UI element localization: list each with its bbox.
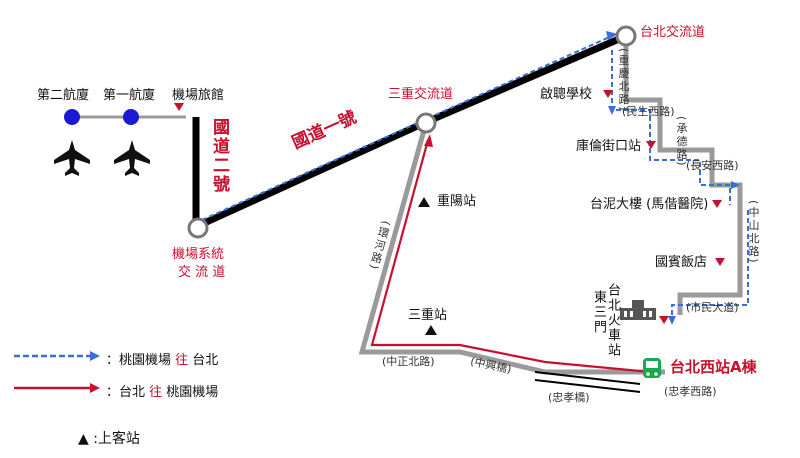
stop-marker-hotel	[174, 103, 184, 111]
road-zhongshan: (中山北路)	[747, 200, 760, 265]
stop-east3-label: 東三門	[591, 290, 606, 335]
road-zhongxiao: (忠孝西路)	[664, 385, 717, 398]
legend-blue-label: ：桃園機場 往 台北	[106, 349, 218, 368]
road-shixia: (市民大道)	[686, 301, 739, 314]
legend-red-label: ：台北 往 桃園機場	[106, 381, 218, 400]
stop-sanchong-label: 三重站	[408, 308, 448, 323]
route-blue-dashed-city	[611, 50, 731, 205]
airplane-icon	[114, 140, 150, 176]
road-chongqing: (重慶北路)	[617, 48, 630, 113]
terminal-1-dot	[123, 109, 139, 125]
airport-interchange-label-1: 機場系統	[172, 247, 225, 262]
stop-marker-east3	[659, 316, 669, 324]
road-zhongzheng: (中正北路)	[382, 355, 435, 368]
sanchong-interchange-label: 三重交流道	[388, 87, 454, 102]
road-changan: (長安西路)	[686, 159, 739, 172]
arrowhead-blue	[731, 181, 740, 189]
national-highway-2-label: 國道二號	[209, 118, 229, 194]
taipei-main-station-label: 台北火車站	[605, 283, 620, 358]
arrowhead-blue	[90, 351, 100, 361]
stop-marker-cement	[712, 200, 722, 208]
arrowhead-blue	[668, 316, 676, 325]
interchange-sanchong-node	[415, 112, 437, 134]
interchange-airport-node	[187, 217, 209, 239]
arrowhead-blue	[606, 31, 618, 40]
legend-red-mid: 往	[149, 385, 163, 400]
legend-red-prefix: ：台北	[106, 385, 150, 400]
taipei-interchange-label: 台北交流道	[640, 25, 706, 40]
stop-chongyang-label: 重陽站	[437, 194, 477, 209]
stop-ambassador-label: 國賓飯店	[655, 255, 708, 270]
road-zhongxiao-bridge: (忠孝橋)	[548, 391, 590, 404]
route-red	[370, 139, 651, 374]
stop-marker-qizhao	[603, 90, 613, 98]
road-minsheng: (民生西路)	[622, 105, 675, 118]
terminal-1-label: 第一航廈	[103, 88, 156, 103]
stop-marker-ambassador	[715, 258, 725, 266]
local-road-taipei	[623, 36, 743, 315]
stop-marker-kunlun	[646, 141, 656, 149]
legend-stop-label: ▲ :上客站	[78, 431, 140, 447]
arrowhead-blue	[608, 106, 616, 115]
road-chengde: (承德路)	[675, 116, 688, 168]
boarding-marker-sanchong	[425, 325, 437, 335]
stop-qizhao-label: 啟聰學校	[540, 87, 593, 102]
stop-kunlun-label: 庫倫街口站	[576, 139, 642, 154]
hotel-label: 機場旅館	[172, 88, 225, 103]
bus-terminal-icon	[643, 358, 661, 378]
terminal-2-dot	[64, 109, 80, 125]
arrowhead-red	[424, 134, 433, 147]
boarding-marker-chongyang	[418, 197, 430, 207]
legend-blue-mid: 往	[175, 353, 189, 368]
legend-blue-prefix: ：桃園機場	[106, 353, 176, 368]
legend-red-suffix: 桃園機場	[162, 385, 219, 400]
terminal-station-label: 台北西站A棟	[670, 358, 757, 376]
bridge-line	[534, 379, 641, 393]
airport-interchange-label-2: 交 流 道	[178, 265, 226, 280]
interchange-taipei-node	[615, 25, 637, 47]
terminal-2-label: 第二航廈	[37, 88, 90, 103]
bridge-line	[534, 371, 641, 385]
stop-cement-label: 台泥大樓 (馬偕醫院)	[590, 197, 709, 212]
route-blue-dashed-city-2	[671, 210, 749, 320]
airplane-icon	[54, 140, 90, 176]
legend-blue-suffix: 台北	[188, 353, 219, 368]
station-building-icon	[620, 300, 656, 320]
arrowhead-red	[90, 383, 100, 393]
local-road-sanchong	[358, 122, 665, 375]
